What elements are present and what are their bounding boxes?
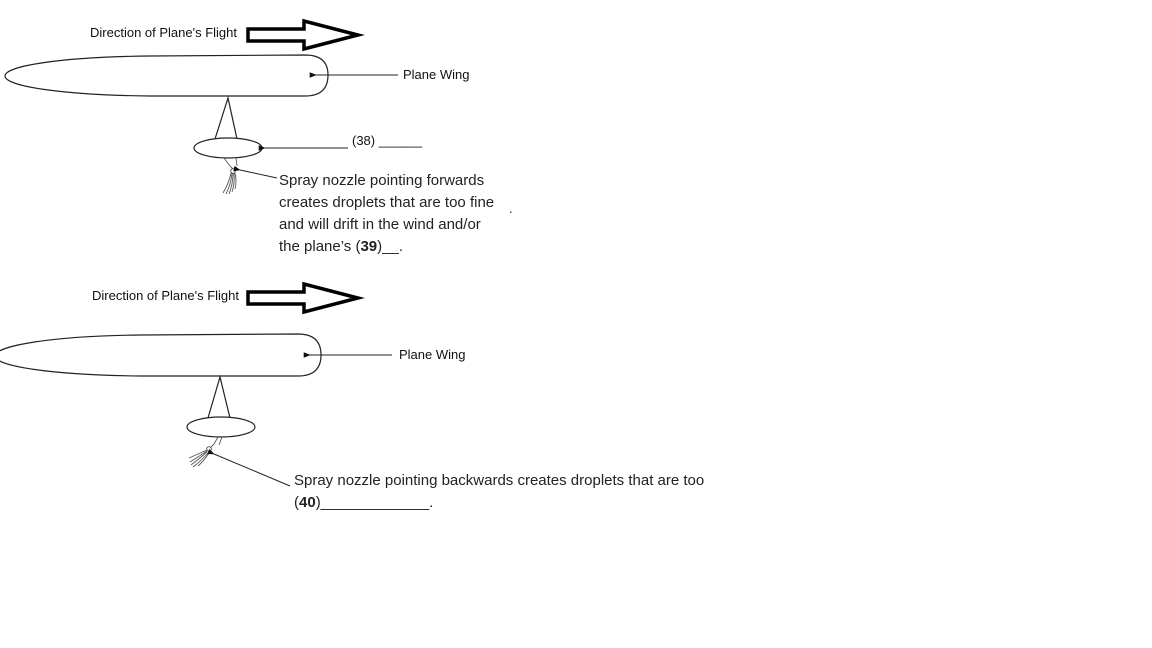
question-38-label: (38) ______	[352, 133, 423, 148]
spray-nozzle-bottom	[188, 436, 223, 468]
question-40-open: (	[294, 494, 299, 511]
nozzle-pointer-bottom	[207, 448, 291, 487]
description-text-top: Spray nozzle pointing forwards creates d…	[279, 172, 495, 255]
plane-wing-top	[4, 54, 329, 97]
nozzle-description-bottom: Spray nozzle pointing backwards creates …	[294, 470, 754, 514]
question-39-blank: )__.	[377, 238, 403, 255]
wing-label-bottom: Plane Wing	[399, 347, 466, 362]
spray-nozzle-top	[222, 157, 238, 195]
flight-direction-arrow-top	[246, 18, 365, 52]
spray-tank-bottom	[186, 416, 256, 438]
question-40-blank: )_____________.	[315, 494, 434, 511]
direction-label-bottom: Direction of Plane's Flight	[92, 288, 239, 303]
nozzle-description-top: Spray nozzle pointing forwards creates d…	[279, 170, 501, 258]
question-39-number: 39	[360, 238, 378, 255]
direction-label-top: Direction of Plane's Flight	[90, 25, 237, 40]
stray-dot: .	[509, 201, 513, 216]
question-40-number: 40	[299, 494, 316, 511]
nozzle-pointer-top	[233, 165, 278, 179]
tank-strut-top	[214, 95, 238, 140]
wing-label-top: Plane Wing	[403, 67, 470, 82]
spray-tank-top	[193, 137, 263, 159]
plane-wing-bottom	[0, 333, 322, 377]
flight-direction-arrow-bottom	[246, 281, 365, 315]
description-text-bottom: Spray nozzle pointing backwards creates …	[294, 472, 705, 489]
tank-strut-bottom	[207, 374, 231, 419]
